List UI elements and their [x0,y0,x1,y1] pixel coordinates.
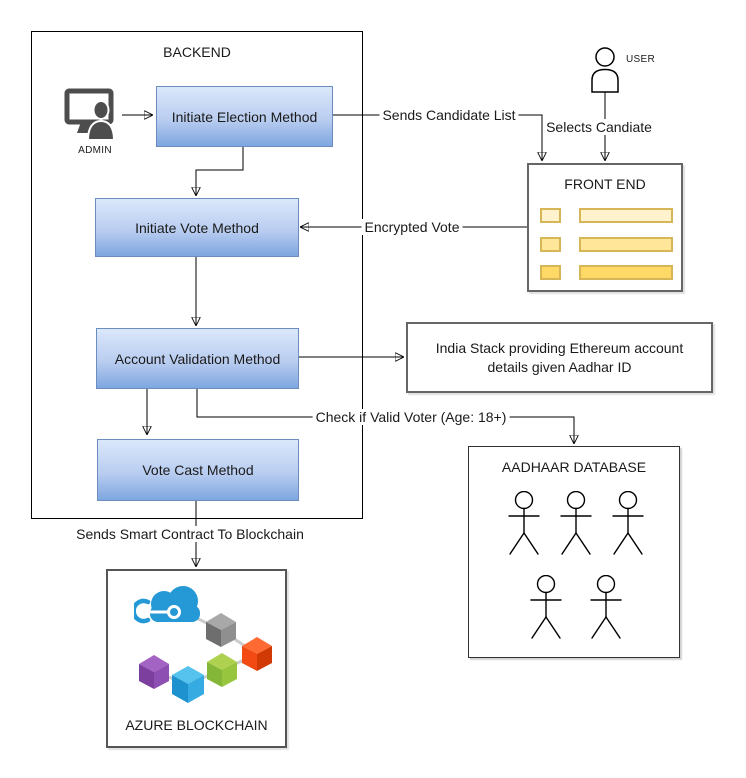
stick-figure-icon [508,491,540,555]
initiate-election-method-label: Initiate Election Method [171,108,318,125]
user-label: USER [626,54,655,65]
vote-cast-method-box: Vote Cast Method [97,439,299,501]
india-stack-box: India Stack providing Ethereum account d… [406,322,713,393]
green-cube-icon [207,653,237,687]
stick-figure-icon [590,575,622,639]
blue-cube-icon [172,666,204,703]
backend-title: BACKEND [163,44,231,60]
initiate-vote-method-label: Initiate Vote Method [135,219,259,236]
initiate-election-method-box: Initiate Election Method [156,86,333,147]
gray-cube-icon [206,613,236,647]
azure-blockchain-icon [134,586,272,703]
candidate-bar [579,237,673,252]
edge-label-sends-smart-contract: Sends Smart Contract To Blockchain [73,526,307,542]
edge-label-sends-candidate-list: Sends Candidate List [379,107,519,123]
edge-election-to-vote [196,145,244,195]
stick-figure-icon [612,491,644,555]
purple-cube-icon [139,655,169,689]
account-validation-method-label: Account Validation Method [114,350,281,367]
stick-figure-icon [560,491,592,555]
edge-label-encrypted-vote: Encrypted Vote [361,219,463,235]
frontend-title: FRONT END [564,176,646,192]
edge-label-check-valid-voter: Check if Valid Voter (Age: 18+) [312,409,510,425]
edge-label-selects-candidate: Selects Candiate [543,119,655,135]
account-validation-method-box: Account Validation Method [96,328,299,389]
admin-label: ADMIN [78,145,112,156]
candidate-bar [579,265,673,280]
frontend-box: FRONT END [527,163,683,292]
candidate-checkbox [540,265,561,280]
user-icon [591,47,619,93]
aadhaar-database-title: AADHAAR DATABASE [501,459,647,475]
candidate-checkbox [540,237,561,252]
india-stack-label: India Stack providing Ethereum account d… [435,339,684,375]
candidate-bar [579,208,673,223]
stick-figure-icon [530,575,562,639]
backend-container: BACKEND [31,31,363,519]
admin-computer-icon [64,88,116,140]
aadhaar-database-box: AADHAAR DATABASE [468,446,680,658]
azure-blockchain-title: AZURE BLOCKCHAIN [125,717,268,733]
cloud-icon [134,586,200,624]
vote-cast-method-label: Vote Cast Method [142,462,254,478]
initiate-vote-method-box: Initiate Vote Method [95,198,299,257]
red-cube-icon [242,637,272,671]
azure-blockchain-box: AZURE BLOCKCHAIN [106,569,287,748]
candidate-checkbox [540,208,561,223]
